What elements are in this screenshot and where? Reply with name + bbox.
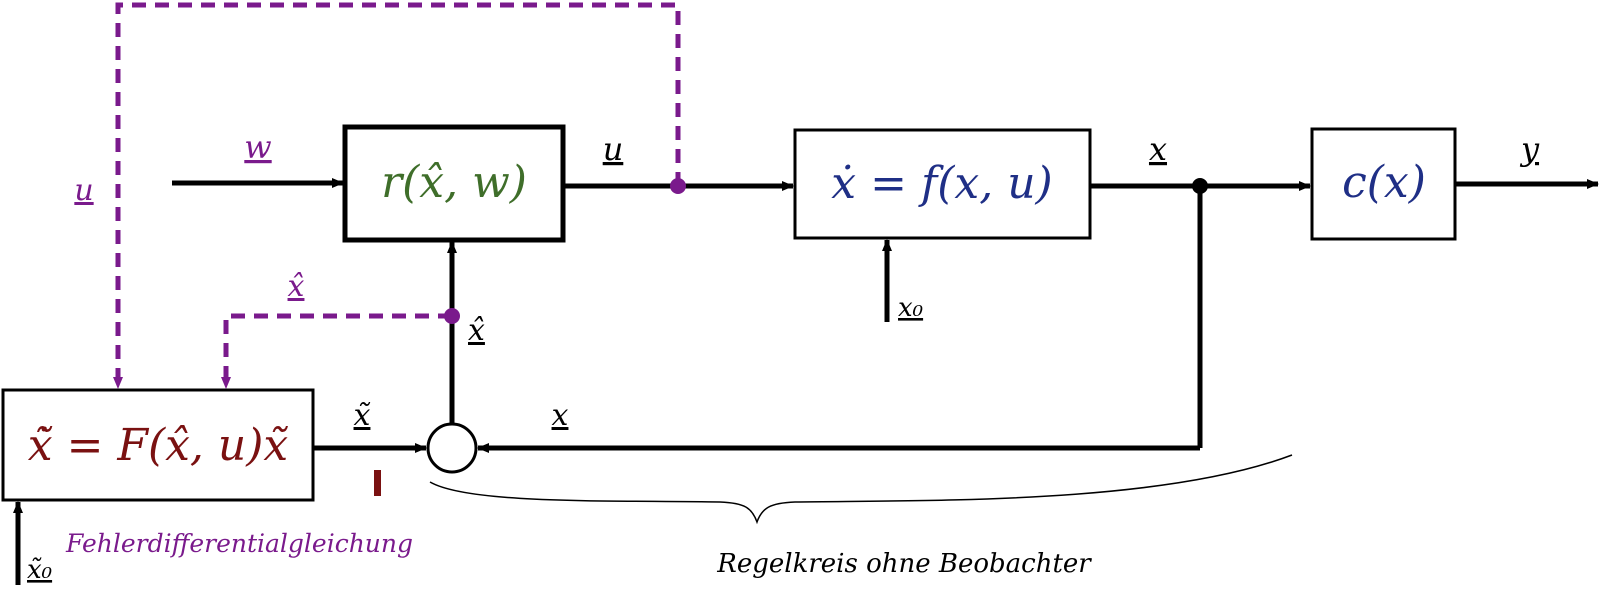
x-junction-dot — [1192, 178, 1208, 194]
fehler-annotation: Fehlerdifferentialgleichung — [65, 529, 413, 558]
u-purple-dashed-path — [113, 2, 681, 389]
regelkreis-annotation: Regelkreis ohne Beobachter — [716, 549, 1092, 579]
w-label: w — [244, 128, 271, 166]
xhat-purple-label: x̂ — [288, 269, 305, 304]
xhat-purple-dot — [444, 308, 460, 324]
x0-label: x₀ — [898, 293, 924, 323]
observer-error-label: x̃̇ = F(x̂, u)x̃ — [28, 420, 289, 471]
summing-junction — [426, 422, 478, 474]
controller-block — [342, 124, 566, 243]
controller-label: r(x̂, w) — [381, 157, 527, 208]
regelkreis-brace — [429, 454, 1293, 525]
plant-label: ẋ = f(x, u) — [831, 158, 1052, 209]
plant-block — [793, 128, 1092, 240]
observer-error-block — [1, 388, 315, 502]
xtilde0-label: x̃₀ — [27, 555, 53, 585]
output-block — [1310, 127, 1457, 241]
x-feedback-label: x — [552, 398, 569, 433]
xhat-purple-dashed-path — [221, 313, 452, 389]
xtilde-label: x̃ — [354, 398, 372, 433]
u-purple-dot — [670, 178, 686, 194]
y-label: y — [1519, 130, 1540, 168]
xhat-vertical-label: x̂ — [468, 313, 485, 348]
output-label: c(x) — [1342, 157, 1426, 208]
x-main-label: x — [1149, 130, 1167, 168]
u-main-label: u — [603, 130, 624, 168]
u-purple-label: u — [74, 173, 93, 208]
red-marker — [374, 470, 381, 496]
